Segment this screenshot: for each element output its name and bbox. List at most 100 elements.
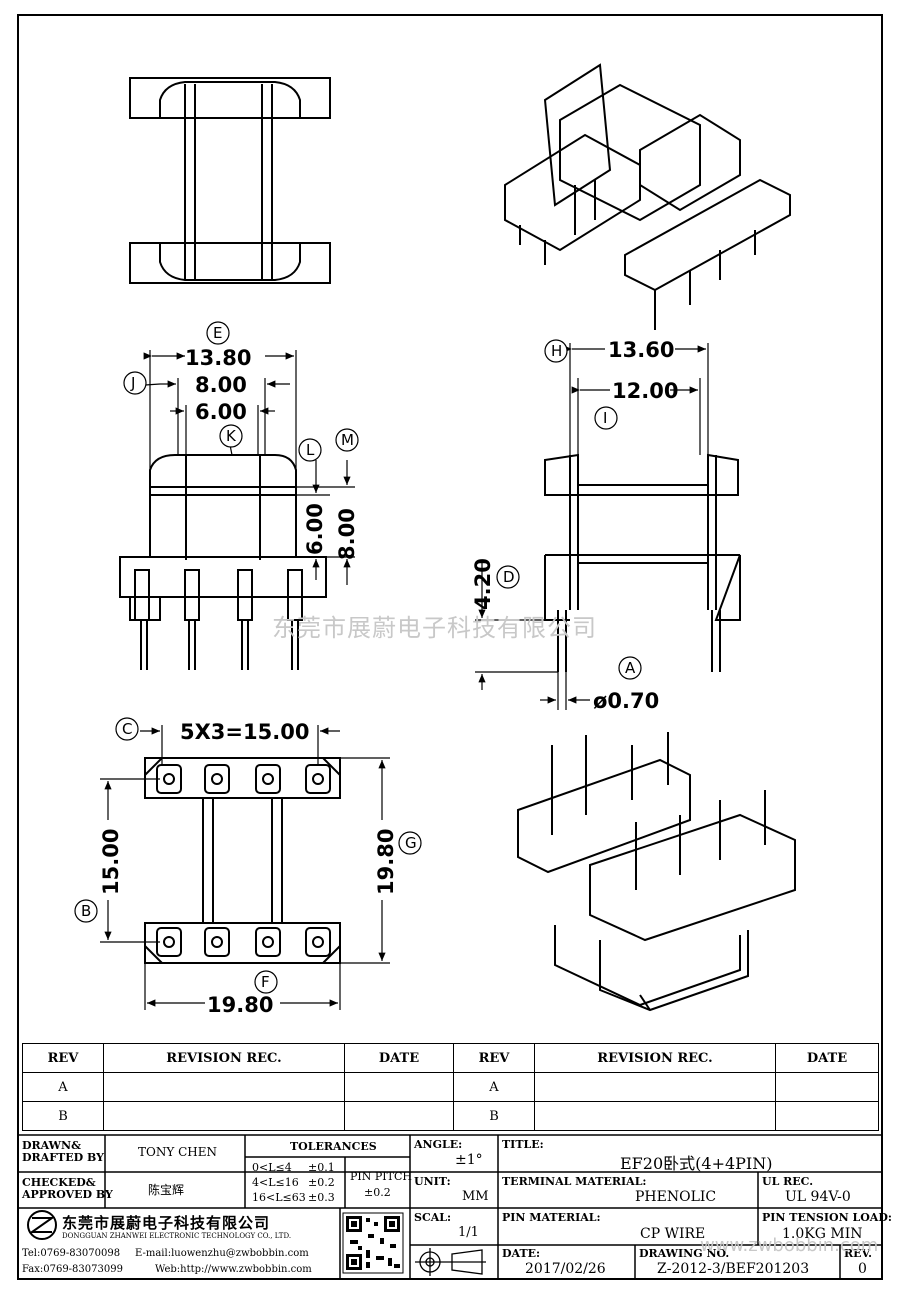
date-cell	[775, 1072, 879, 1102]
company-tel: Tel:0769-83070098	[22, 1248, 121, 1259]
checked-value: 陈宝辉	[148, 1183, 185, 1197]
terminal-material-label: TERMINAL MATERIAL:	[502, 1175, 647, 1188]
rev-cell: A	[453, 1072, 535, 1102]
revision-header-row: REV REVISION REC. DATE REV REVISION REC.…	[22, 1043, 879, 1073]
rev-cell: A	[22, 1072, 104, 1102]
pin-tension-value: 1.0KG MIN	[782, 1226, 863, 1242]
dim-b-value: 15.00	[99, 829, 123, 895]
revision-cell	[103, 1101, 345, 1131]
pin-pitch-value: ±0.2	[364, 1186, 391, 1199]
tol-range-2: 4<L≤16	[252, 1176, 299, 1189]
date-header: DATE	[775, 1043, 879, 1073]
date-cell	[344, 1101, 454, 1131]
drawing-no-label: DRAWING NO.	[639, 1247, 730, 1260]
title-label: TITLE:	[502, 1138, 544, 1151]
revision-rec-header: REVISION REC.	[534, 1043, 776, 1073]
side-view-dims	[475, 343, 709, 710]
company-fax: Fax:0769-83073099	[22, 1264, 123, 1275]
angle-value: ±1°	[455, 1152, 483, 1168]
side-view	[544, 453, 741, 672]
ul-label: UL REC.	[762, 1175, 814, 1188]
balloon-a: A	[625, 659, 636, 677]
balloon-e: E	[213, 324, 222, 342]
balloon-d: D	[503, 568, 515, 586]
dim-d-value: 4.20	[471, 558, 495, 610]
revision-table: REV REVISION REC. DATE REV REVISION REC.…	[22, 1043, 879, 1131]
dim-k-value: 6.00	[195, 400, 247, 424]
scale-label: SCAL:	[414, 1211, 452, 1224]
pin-pitch-label: PIN PITCH	[350, 1170, 412, 1183]
revision-cell	[534, 1072, 776, 1102]
checked-label: CHECKED& APPROVED BY	[22, 1176, 113, 1201]
title-value: EF20卧式(4+4PIN)	[620, 1154, 773, 1173]
dim-l-value: 6.00	[303, 503, 327, 555]
dim-h-value: 13.60	[608, 338, 674, 362]
front-view-dims	[143, 350, 355, 585]
date-cell	[344, 1072, 454, 1102]
watermark: 东莞市展蔚电子科技有限公司	[272, 614, 597, 642]
date-value: 2017/02/26	[525, 1261, 606, 1277]
tol-range-1: 0<L≤4	[252, 1161, 292, 1174]
date-header: DATE	[344, 1043, 454, 1073]
tolerances-label: TOLERANCES	[290, 1140, 377, 1153]
unit-value: MM	[462, 1189, 489, 1204]
dim-e-value: 13.80	[185, 346, 251, 370]
date-cell	[775, 1101, 879, 1131]
revision-rec-header: REVISION REC.	[103, 1043, 345, 1073]
dim-g-value: 19.80	[374, 829, 398, 895]
pin-material-value: CP WIRE	[640, 1226, 706, 1242]
balloon-l: L	[306, 441, 315, 459]
top-view	[129, 77, 331, 284]
balloon-f: F	[261, 973, 270, 991]
rev-header: REV	[453, 1043, 535, 1073]
dim-i-value: 12.00	[612, 379, 678, 403]
tol-range-3: 16<L≤63	[252, 1191, 306, 1204]
ul-value: UL 94V-0	[785, 1189, 851, 1205]
front-view	[119, 454, 327, 670]
dim-j-value: 8.00	[195, 373, 247, 397]
company-logo	[27, 1210, 57, 1240]
rev-cell: B	[453, 1101, 535, 1131]
drawn-label: DRAWN& DRAFTED BY	[22, 1139, 104, 1164]
table-row: B B	[22, 1101, 879, 1131]
tol-value-2: ±0.2	[308, 1176, 335, 1189]
iso-view-top	[504, 63, 791, 330]
date-label: DATE:	[502, 1247, 541, 1260]
title-block-frame	[17, 1134, 883, 1280]
pin-material-label: PIN MATERIAL:	[502, 1211, 601, 1224]
watermark-url: www.zwbobbin.com	[700, 1235, 879, 1256]
rev-header: REV	[22, 1043, 104, 1073]
tol-value-3: ±0.3	[308, 1191, 335, 1204]
company-name-cn: 东莞市展蔚电子科技有限公司	[62, 1214, 271, 1232]
balloons	[74, 321, 642, 994]
dim-c-value: 5X3=15.00	[180, 720, 309, 744]
company-email: E-mail:luowenzhu@zwbobbin.com	[135, 1248, 309, 1259]
bottom-view-dims	[100, 725, 390, 1010]
balloon-m: M	[341, 431, 354, 449]
unit-label: UNIT:	[414, 1175, 451, 1188]
qr-code-icon	[342, 1212, 404, 1274]
rev-cell: B	[22, 1101, 104, 1131]
angle-label: ANGLE:	[414, 1138, 463, 1151]
table-row: A A	[22, 1072, 879, 1102]
drawn-value: TONY CHEN	[138, 1145, 217, 1159]
dim-f-value: 19.80	[207, 993, 273, 1017]
dim-a-value: ø0.70	[593, 689, 659, 713]
balloon-j: J	[130, 374, 135, 392]
drawing-no-value: Z-2012-3/BEF201203	[657, 1261, 810, 1277]
balloon-b: B	[81, 902, 91, 920]
balloon-k: K	[226, 427, 237, 445]
pin-tension-label: PIN TENSION LOAD:	[762, 1211, 892, 1224]
balloon-c: C	[122, 720, 132, 738]
bottom-view	[144, 757, 341, 964]
revision-cell	[534, 1101, 776, 1131]
iso-view-bottom	[517, 732, 796, 1012]
tol-value-1: ±0.1	[308, 1161, 335, 1174]
balloon-g: G	[405, 834, 417, 852]
company-web: Web:http://www.zwbobbin.com	[155, 1264, 312, 1275]
dim-m-value: 8.00	[335, 508, 359, 560]
terminal-material-value: PHENOLIC	[635, 1189, 717, 1205]
scale-value: 1/1	[458, 1225, 479, 1240]
